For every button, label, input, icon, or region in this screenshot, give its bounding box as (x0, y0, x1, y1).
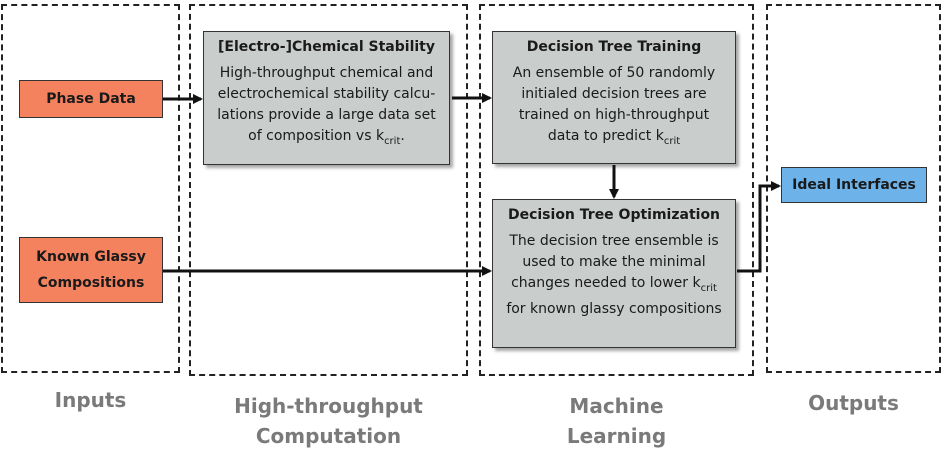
chemical-stability-title: [Electro-]Chemical Stability (218, 39, 435, 55)
arrow-optimization-to-output (737, 181, 781, 273)
computation-label: High-throughput Computation (234, 394, 423, 448)
outputs-label: Outputs (808, 391, 899, 415)
chemical-stability-box: [Electro-]Chemical Stability High-throug… (203, 31, 450, 165)
chemical-stability-text: High-throughput chemical and electrochem… (217, 65, 436, 147)
inputs-column (1, 4, 180, 373)
decision-tree-training-title: Decision Tree Training (526, 39, 702, 55)
inputs-label: Inputs (54, 388, 127, 412)
machine-learning-label: Machine Learning (566, 394, 667, 448)
outputs-column (766, 4, 941, 373)
decision-tree-training-box: Decision Tree Training An ensemble of 50… (492, 31, 736, 164)
decision-tree-optimization-title: Decision Tree Optimization (507, 207, 721, 223)
known-glassy-compositions-box: Known Glassy Compositions (19, 237, 163, 303)
decision-tree-optimization-text: The decision tree ensemble is used to ma… (506, 233, 722, 317)
decision-tree-training-text: An ensemble of 50 randomly initialed dec… (512, 65, 716, 147)
phase-data-box: Phase Data (19, 80, 163, 118)
computation-column (189, 4, 468, 376)
decision-tree-optimization-box: Decision Tree Optimization The decision … (492, 199, 736, 348)
ideal-interfaces-box: Ideal Interfaces (781, 167, 927, 203)
machine-learning-column (479, 4, 754, 376)
